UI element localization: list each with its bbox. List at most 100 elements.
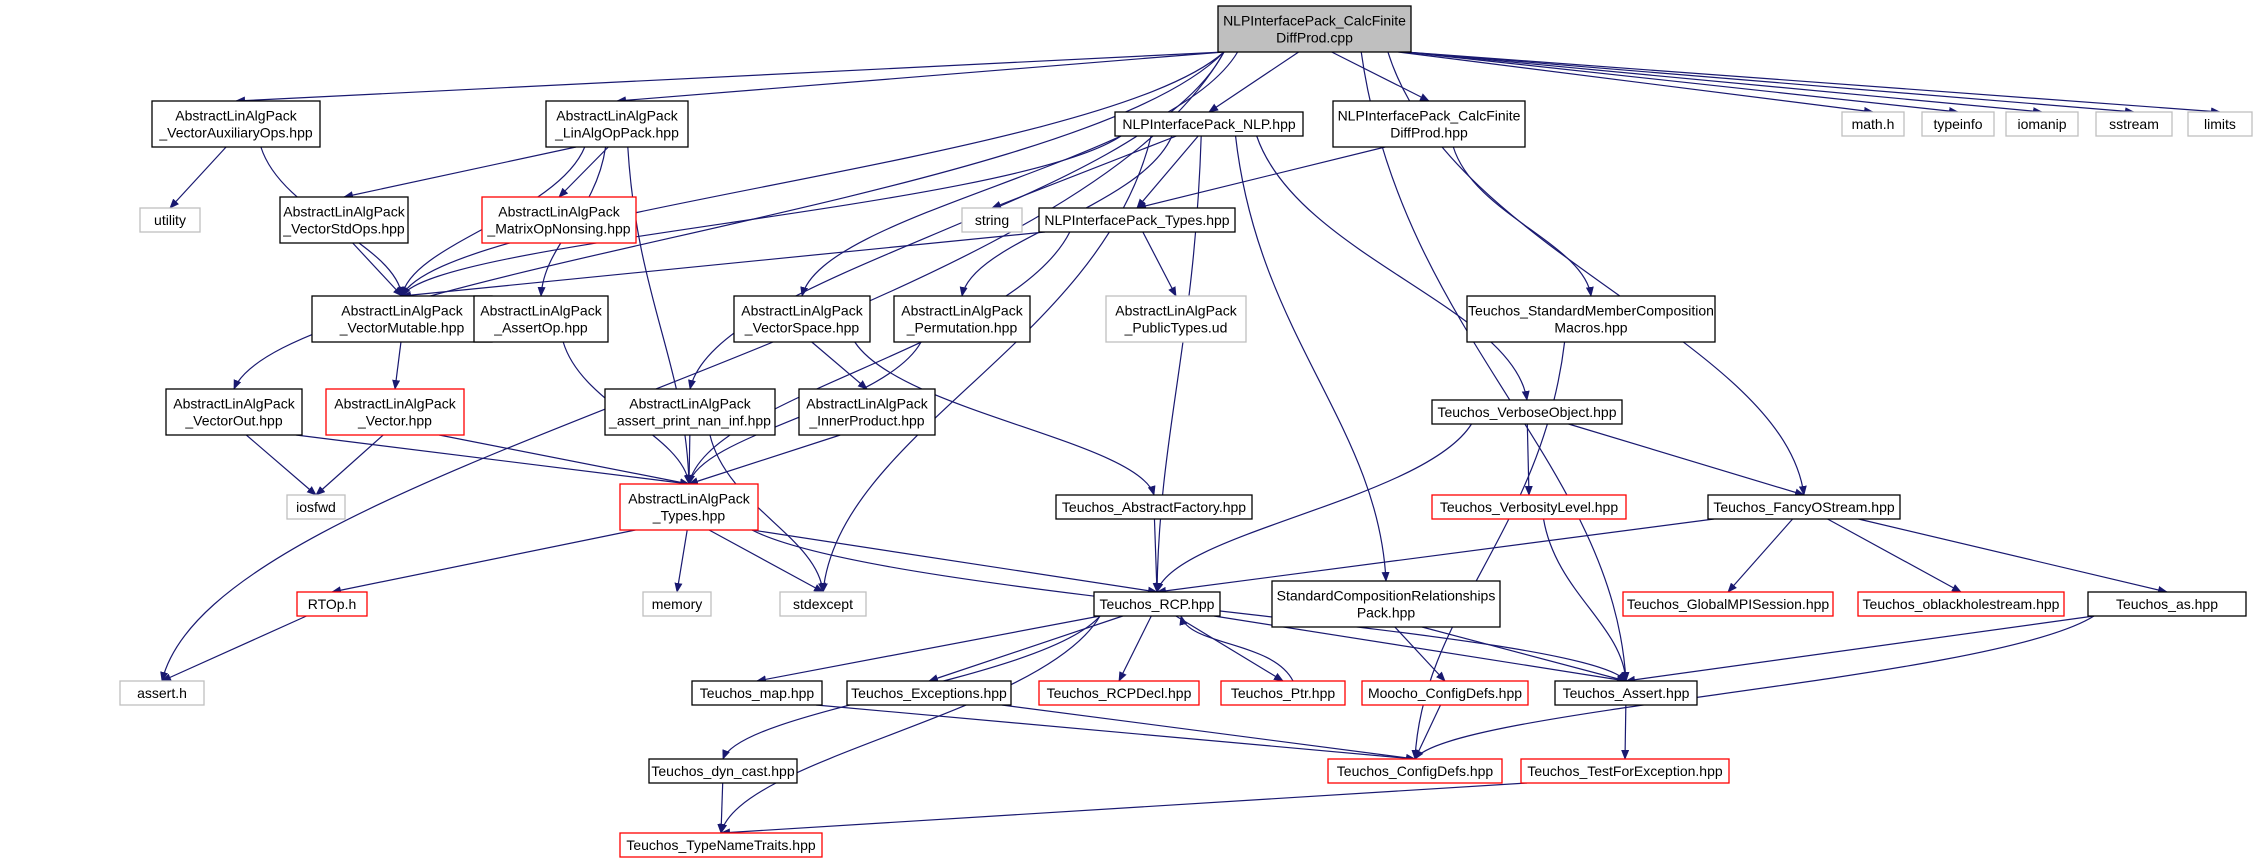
node-box (1038, 680, 1200, 706)
node-box (1327, 758, 1503, 784)
edge-rtop-to-asserth (161, 615, 307, 682)
node-sstream[interactable]: sstream (2095, 111, 2173, 137)
node-vs[interactable]: AbstractLinAlgPack_VectorSpace.hpp (733, 295, 871, 343)
node-obh[interactable]: Teuchos_oblackholestream.hpp (1857, 591, 2065, 617)
node-types[interactable]: AbstractLinAlgPack_Types.hpp (619, 483, 759, 531)
node-tnt[interactable]: Teuchos_TypeNameTraits.hpp (619, 832, 823, 858)
node-label: AbstractLinAlgPack (556, 108, 678, 124)
node-box (545, 100, 689, 148)
node-label: Teuchos_RCP.hpp (1100, 596, 1215, 612)
node-tassert[interactable]: Teuchos_Assert.hpp (1554, 680, 1698, 706)
node-stdexcept[interactable]: stdexcept (779, 591, 867, 617)
node-string[interactable]: string (961, 207, 1023, 233)
node-label: AbstractLinAlgPack (628, 491, 750, 507)
node-box (1055, 494, 1253, 520)
edge-apni-to-stdexcept (709, 434, 827, 593)
node-tcd[interactable]: Teuchos_ConfigDefs.hpp (1327, 758, 1503, 784)
node-limits[interactable]: limits (2187, 111, 2253, 137)
node-lao[interactable]: AbstractLinAlgPack_LinAlgOpPack.hpp (545, 100, 689, 148)
edge-rcp-to-tnt (719, 615, 1101, 834)
node-apni[interactable]: AbstractLinAlgPack_assert_print_nan_inf.… (604, 388, 776, 436)
edge-scrp-to-tassert (1421, 626, 1627, 683)
node-label: _Permutation.hpp (906, 320, 1018, 336)
node-iosfwd[interactable]: iosfwd (286, 494, 346, 520)
node-rcp[interactable]: Teuchos_RCP.hpp (1093, 591, 1221, 617)
edge-vs-to-af (854, 341, 1156, 496)
node-box (2187, 111, 2253, 137)
node-label: Teuchos_StandardMemberComposition (1468, 303, 1714, 319)
node-label: typeinfo (1933, 116, 1982, 132)
node-vso[interactable]: AbstractLinAlgPack_VectorStdOps.hpp (279, 196, 409, 244)
node-mon[interactable]: AbstractLinAlgPack_MatrixOpNonsing.hpp (481, 196, 637, 244)
edge-vao-to-utility (169, 146, 227, 209)
node-rcpdecl[interactable]: Teuchos_RCPDecl.hpp (1038, 680, 1200, 706)
node-tas[interactable]: Teuchos_as.hpp (2087, 591, 2247, 617)
node-tfe[interactable]: Teuchos_TestForException.hpp (1520, 758, 1730, 784)
node-label: NLPInterfacePack_NLP.hpp (1122, 116, 1296, 132)
edge-cfdh-to-smc (1452, 146, 1594, 297)
edge-lao-to-mon (558, 146, 609, 198)
node-vl[interactable]: Teuchos_VerbosityLevel.hpp (1431, 494, 1627, 520)
node-label: Teuchos_GlobalMPISession.hpp (1627, 596, 1830, 612)
node-nlp[interactable]: NLPInterfacePack_NLP.hpp (1114, 111, 1304, 137)
node-ip[interactable]: AbstractLinAlgPack_InnerProduct.hpp (798, 388, 936, 436)
node-map[interactable]: Teuchos_map.hpp (691, 680, 823, 706)
edge-nlpt-to-types (687, 231, 1071, 485)
node-box (2095, 111, 2173, 137)
node-box (604, 388, 776, 436)
edge-vo-to-fos (1568, 423, 1805, 497)
edge-rcp-to-rcpdecl (1118, 615, 1152, 682)
node-label: stdexcept (793, 596, 853, 612)
node-box (1038, 207, 1236, 233)
edge-ip-to-types (688, 434, 841, 486)
node-label: math.h (1852, 116, 1895, 132)
node-dyn[interactable]: Teuchos_dyn_cast.hpp (648, 758, 798, 784)
node-vm[interactable]: AbstractLinAlgPack_VectorMutable.hpp (311, 295, 493, 343)
node-vec[interactable]: AbstractLinAlgPack_Vector.hpp (325, 388, 465, 436)
node-pt[interactable]: AbstractLinAlgPack_PublicTypes.ud (1105, 295, 1247, 343)
node-label: AbstractLinAlgPack (175, 108, 297, 124)
node-rtop[interactable]: RTOp.h (296, 591, 368, 617)
node-label: assert.h (137, 685, 187, 701)
edge-root-to-cfdh (1331, 51, 1430, 102)
node-memory[interactable]: memory (642, 591, 712, 617)
node-label: Teuchos_TypeNameTraits.hpp (626, 837, 816, 853)
node-perm[interactable]: AbstractLinAlgPack_Permutation.hpp (893, 295, 1031, 343)
node-asserth[interactable]: assert.h (119, 680, 205, 706)
node-label: AbstractLinAlgPack (806, 396, 928, 412)
node-af[interactable]: Teuchos_AbstractFactory.hpp (1055, 494, 1253, 520)
node-typeinfo[interactable]: typeinfo (1921, 111, 1995, 137)
node-vo[interactable]: Teuchos_VerboseObject.hpp (1431, 399, 1623, 425)
node-fos[interactable]: Teuchos_FancyOStream.hpp (1707, 494, 1901, 520)
node-iomanip[interactable]: iomanip (2005, 111, 2079, 137)
node-label: Teuchos_ConfigDefs.hpp (1337, 763, 1494, 779)
edge-perm-to-types (687, 341, 922, 485)
node-vout[interactable]: AbstractLinAlgPack_VectorOut.hpp (165, 388, 303, 436)
node-aop[interactable]: AbstractLinAlgPack_AssertOp.hpp (473, 295, 609, 343)
node-gmpi[interactable]: Teuchos_GlobalMPISession.hpp (1622, 591, 1834, 617)
node-math[interactable]: math.h (1841, 111, 1905, 137)
node-mcd[interactable]: Moocho_ConfigDefs.hpp (1361, 680, 1529, 706)
node-nlpt[interactable]: NLPInterfacePack_Types.hpp (1038, 207, 1236, 233)
edge-fos-to-obh (1827, 518, 1962, 593)
node-label: AbstractLinAlgPack (480, 303, 602, 319)
node-smc[interactable]: Teuchos_StandardMemberCompositionMacros.… (1466, 295, 1716, 343)
node-label: _assert_print_nan_inf.hpp (608, 413, 771, 429)
node-label: NLPInterfacePack_CalcFinite (1338, 108, 1521, 124)
edge-tas-to-tassert (1625, 615, 2095, 684)
edge-root-to-limits (1404, 51, 2221, 116)
node-label: Pack.hpp (1357, 605, 1416, 621)
edge-root-to-vs (800, 51, 1239, 297)
node-ptr[interactable]: Teuchos_Ptr.hpp (1220, 680, 1346, 706)
node-label: _Types.hpp (652, 508, 726, 524)
node-box (279, 196, 409, 244)
node-label: AbstractLinAlgPack (741, 303, 863, 319)
node-label: _Vector.hpp (357, 413, 432, 429)
node-label: Teuchos_TestForException.hpp (1527, 763, 1723, 779)
node-utility[interactable]: utility (139, 207, 201, 233)
node-vao[interactable]: AbstractLinAlgPack_VectorAuxiliaryOps.hp… (151, 100, 321, 148)
node-exc[interactable]: Teuchos_Exceptions.hpp (846, 680, 1012, 706)
